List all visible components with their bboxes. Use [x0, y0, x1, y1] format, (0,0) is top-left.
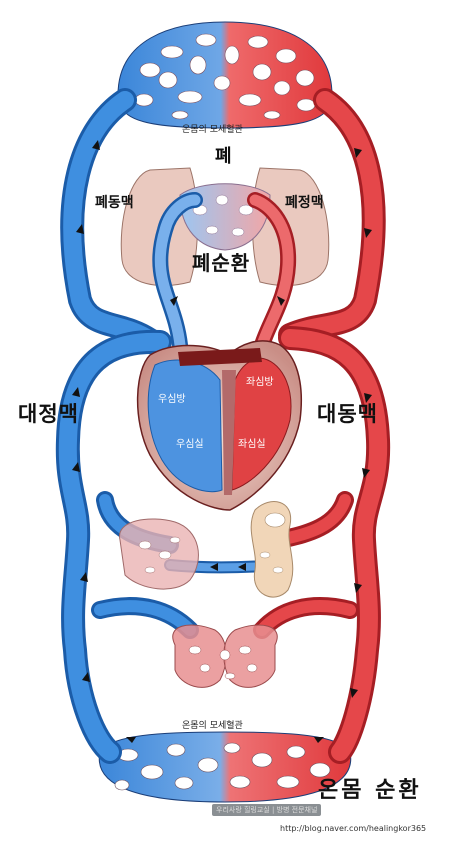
label-capillaries-bottom: 온몸의 모세혈관	[182, 721, 243, 731]
heart	[136, 340, 303, 511]
label-right-ventricle: 우심실	[176, 439, 204, 450]
label-left-ventricle: 좌심실	[238, 439, 266, 450]
watermark: 우리사랑 힐링교실 | 방병 전문채널 http://blog.naver.co…	[206, 798, 446, 848]
label-right-atrium: 우심방	[158, 394, 186, 405]
label-vena-cava: 대정맥	[18, 402, 79, 426]
label-capillaries-top: 온몸의 모세혈관	[182, 125, 243, 135]
capillary-holes-bottom	[114, 742, 331, 791]
kidneys	[172, 624, 278, 688]
middle-organs	[119, 501, 294, 598]
label-systemic-circulation: 온몸 순환	[318, 778, 422, 803]
label-aorta: 대동맥	[317, 402, 378, 426]
label-left-atrium: 좌심방	[246, 377, 274, 388]
label-pulmonary-artery: 폐동맥	[95, 195, 134, 211]
watermark-url: http://blog.naver.com/healingkor365	[280, 824, 427, 833]
label-pulmonary-vein: 폐정맥	[285, 195, 324, 211]
top-capillary-bed	[117, 21, 333, 129]
capillary-holes-top	[134, 33, 316, 120]
label-lung: 폐	[215, 146, 232, 167]
label-pulmonary-circulation: 폐순환	[192, 251, 251, 275]
flow-arrows	[72, 140, 372, 743]
lungs	[120, 167, 330, 353]
left-vein-loop	[55, 88, 172, 764]
watermark-channel: 우리사랑 힐링교실 | 방병 전문채널	[212, 804, 322, 816]
bottom-capillary-bed	[98, 731, 352, 803]
right-artery-loop	[278, 88, 391, 764]
